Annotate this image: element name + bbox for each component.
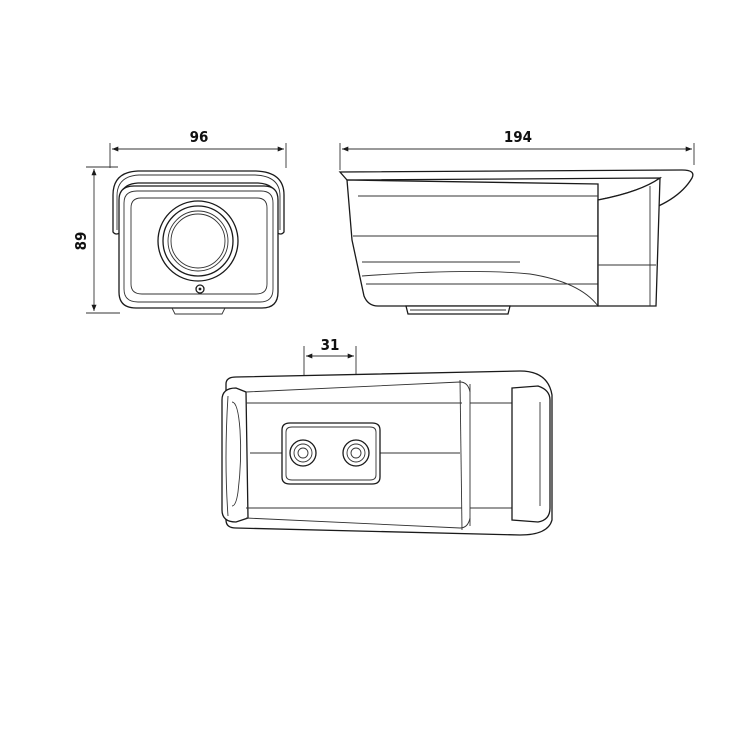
front-width-label: 96 xyxy=(190,128,209,146)
front-view: 96 89 xyxy=(72,128,287,315)
mounting-plate xyxy=(281,422,381,485)
front-height-label: 89 xyxy=(72,232,90,251)
side-length-dimension: 194 xyxy=(339,128,695,170)
bottom-view: 31 xyxy=(221,336,553,536)
front-width-dimension: 96 xyxy=(109,128,287,168)
mount-hole-right-icon xyxy=(342,439,370,467)
side-length-label: 194 xyxy=(504,128,532,146)
mount-hole-left-icon xyxy=(289,439,317,467)
mount-spacing-label: 31 xyxy=(321,336,340,354)
front-height-dimension: 89 xyxy=(72,166,120,314)
lens-outer-ring xyxy=(157,200,239,282)
indicator-light-icon xyxy=(195,284,205,294)
side-view: 194 xyxy=(338,128,695,315)
